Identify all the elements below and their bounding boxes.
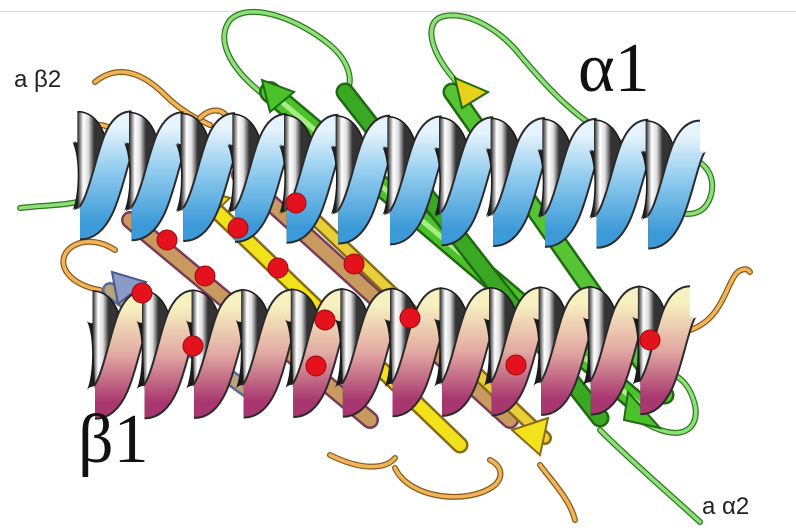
alpha-top-loop-left	[224, 12, 349, 98]
residue-dot	[268, 258, 288, 278]
residue-dot	[306, 356, 326, 376]
residue-dot	[344, 254, 364, 274]
alpha1-label: α1	[578, 34, 650, 104]
beta1-label: β1	[78, 405, 149, 475]
residue-dot	[195, 266, 215, 286]
residue-dot	[132, 283, 152, 303]
a-beta2-label: a β2	[14, 68, 61, 92]
residue-dot	[286, 193, 306, 213]
residue-dot	[228, 218, 248, 238]
residue-dot	[315, 310, 335, 330]
beta-right-tail	[690, 269, 750, 330]
residue-dot	[400, 308, 420, 328]
alpha1-helix	[77, 127, 700, 232]
residue-dot	[506, 355, 526, 375]
residue-dot	[183, 336, 203, 356]
residue-dot	[640, 330, 660, 350]
a-alpha2-label: a α2	[702, 495, 749, 519]
residue-dot	[157, 230, 177, 250]
